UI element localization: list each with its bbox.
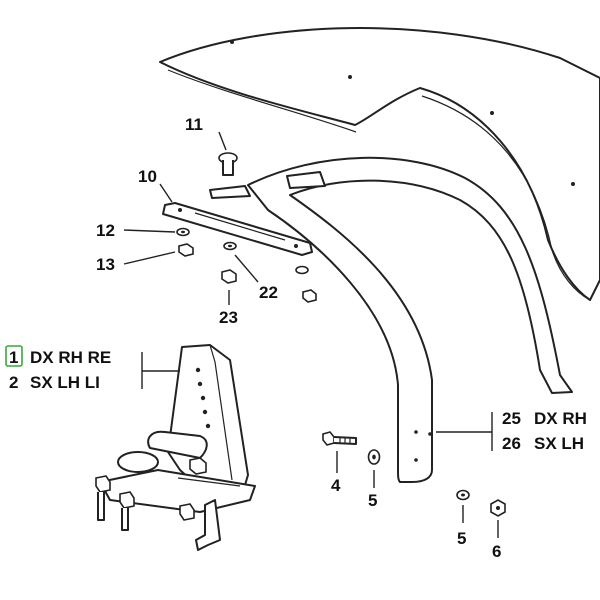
callout-4: 4: [331, 476, 341, 495]
bolt-11: [218, 152, 238, 176]
legend-right-text-25: DX RH: [534, 409, 587, 428]
callout-5-lower: 5: [457, 529, 466, 548]
nut-23: [221, 269, 237, 284]
leader-lines: [123, 131, 499, 538]
fender-bracket-arm: [209, 156, 573, 483]
nut-right: [302, 289, 317, 303]
nut-6: [490, 499, 506, 517]
legend-right: 25 DX RH 26 SX LH: [502, 409, 587, 453]
legend-left-num-1: 1: [9, 348, 18, 367]
legend-right-num-26: 26: [502, 434, 521, 453]
nut-13: [178, 243, 194, 257]
washer-right: [295, 265, 309, 275]
washer-22: [223, 241, 237, 251]
clamp-plate-10: [162, 202, 313, 256]
callout-6: 6: [492, 542, 501, 561]
mounting-bracket-1-2: [95, 344, 256, 551]
callout-5-upper: 5: [368, 491, 377, 510]
legend-left: 1 DX RH RE 2 SX LH LI: [5, 345, 111, 392]
highlight-box: [5, 345, 23, 367]
callout-10: 10: [138, 167, 157, 186]
legend-left-text-2: SX LH LI: [30, 373, 100, 392]
washer-5-upper: [367, 449, 381, 465]
callout-12: 12: [96, 221, 115, 240]
callout-22: 22: [259, 283, 278, 302]
washer-5-lower: [456, 489, 470, 501]
fender-part: [159, 27, 600, 301]
callout-11: 11: [185, 115, 203, 134]
washer-12: [176, 227, 190, 237]
legend-right-text-26: SX LH: [534, 434, 584, 453]
legend-left-text-1: DX RH RE: [30, 348, 111, 367]
callout-13: 13: [96, 255, 115, 274]
legend-left-num-2: 2: [9, 373, 18, 392]
bolt-4: [322, 431, 357, 446]
legend-right-num-25: 25: [502, 409, 521, 428]
callout-23: 23: [219, 308, 238, 327]
